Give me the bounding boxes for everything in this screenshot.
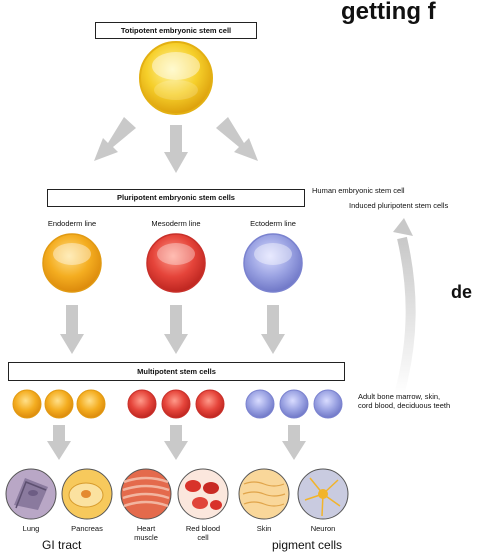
ectoderm-cell: [243, 233, 303, 293]
lung-cell-image: [5, 468, 57, 520]
adult-sources-line1: Adult bone marrow, skin,: [358, 392, 441, 401]
red-blood-cell-image: [177, 468, 229, 520]
neuron-cell-image: [297, 468, 349, 520]
slide-side-fragment: de: [451, 282, 473, 302]
skin-cell-image: [238, 468, 290, 520]
multipotent-orange-cells: [12, 389, 106, 419]
top-arrows: [94, 117, 258, 173]
pancreas-cell-image: [61, 468, 113, 520]
neuron-label: Neuron: [310, 524, 336, 533]
gi-tract-label: GI tract: [42, 538, 82, 552]
red-blood-label-line2: cell: [197, 533, 209, 542]
mesoderm-label: Mesoderm line: [151, 219, 201, 228]
pancreas-label: Pancreas: [71, 524, 103, 533]
red-blood-label: Red blood: [185, 524, 221, 533]
lung-label: Lung: [22, 524, 40, 533]
mid-arrows: [60, 305, 285, 354]
human-embryonic-label: Human embryonic stem cell: [312, 186, 405, 195]
slide-heading-fragment: getting f: [341, 0, 436, 25]
arrow-right: [216, 117, 258, 161]
arrow-center: [164, 125, 188, 173]
multipotent-cells: [12, 389, 343, 419]
pigment-cells-label: pigment cells: [272, 538, 343, 552]
arrow-left: [94, 117, 136, 161]
skin-label: Skin: [256, 524, 272, 533]
induced-pluripotent-label: Induced pluripotent stem cells: [349, 201, 449, 210]
mesoderm-cell: [146, 233, 206, 293]
heart-label: Heart: [136, 524, 156, 533]
adult-sources-line2: cord blood, deciduous teeth: [358, 401, 451, 410]
totipotent-box: Totipotent embryonic stem cell: [95, 22, 257, 39]
bottom-arrows: [47, 425, 306, 460]
ectoderm-label: Ectoderm line: [250, 219, 296, 228]
multipotent-box: Multipotent stem cells: [8, 362, 345, 381]
reprogramming-curve-arrow: [393, 218, 416, 397]
endoderm-label: Endoderm line: [47, 219, 97, 228]
totipotent-cell: [139, 41, 213, 115]
endoderm-cell: [42, 233, 102, 293]
heart-muscle-cell-image: [120, 468, 172, 520]
multipotent-blue-cells: [245, 389, 343, 419]
pluripotent-box: Pluripotent embryonic stem cells: [47, 189, 305, 207]
heart-label-line2: muscle: [134, 533, 158, 542]
multipotent-red-cells: [127, 389, 225, 419]
